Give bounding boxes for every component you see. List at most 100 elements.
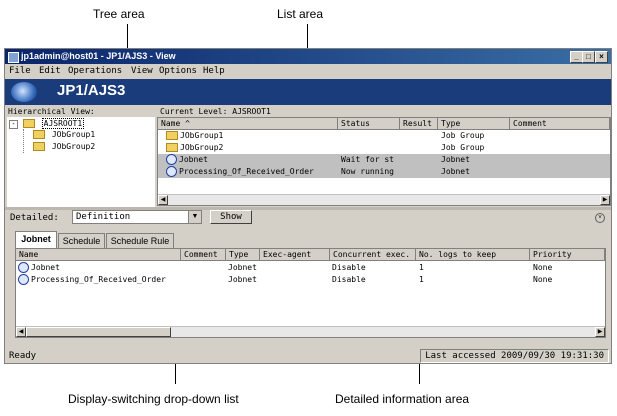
list-row[interactable]: Processing_Of_Received_Order Now running… <box>158 166 610 178</box>
list-cell-name: Jobnet <box>166 154 208 166</box>
product-logo-icon <box>11 82 37 102</box>
col-header-name[interactable]: Name ^ <box>158 118 338 130</box>
last-accessed: Last accessed 2009/09/30 19:31:30 <box>420 349 609 363</box>
product-brand: JP1/AJS3 <box>57 82 126 99</box>
folder-icon <box>33 130 45 139</box>
scroll-left-icon[interactable]: ◀ <box>158 195 168 205</box>
table-row[interactable]: Jobnet Jobnet Disable 1 None <box>16 262 605 274</box>
row-name: Jobnet <box>31 263 60 272</box>
folder-icon <box>22 119 35 128</box>
callout-dropdown: Display-switching drop-down list <box>68 392 239 406</box>
detail-cell-name: Jobnet <box>18 262 180 274</box>
detail-table: Name Comment Type Exec-agent Concurrent … <box>15 248 606 338</box>
detail-cell-priority: None <box>533 275 553 284</box>
list-cell-type: Jobnet <box>441 155 470 164</box>
menu-file[interactable]: File <box>9 66 31 76</box>
scroll-right-icon[interactable]: ▶ <box>600 195 610 205</box>
menu-edit[interactable]: Edit <box>39 66 61 76</box>
tree-item-jobgroup2[interactable]: JObGroup2 <box>33 142 95 151</box>
detail-cell-type: Jobnet <box>228 275 257 284</box>
jobnet-icon <box>166 166 177 177</box>
scroll-right-icon[interactable]: ▶ <box>595 327 605 337</box>
jobnet-icon <box>166 154 177 165</box>
tree-item-label: JObGroup1 <box>51 130 96 139</box>
menu-help[interactable]: Help <box>203 66 225 76</box>
tree-item-label: JObGroup2 <box>51 142 96 151</box>
detail-label: Detailed: <box>10 213 59 223</box>
detail-hscrollbar[interactable]: ◀ ▶ <box>16 326 605 337</box>
detail-col-concurrent[interactable]: Concurrent exec. <box>330 249 416 261</box>
product-banner: JP1/AJS3 <box>5 79 611 105</box>
list-cell-type: Job Group <box>441 143 485 152</box>
list-cell-name: Processing_Of_Received_Order <box>166 166 338 178</box>
list-row[interactable]: Jobnet Wait for st Jobnet <box>158 154 610 166</box>
tree-connector <box>23 129 25 153</box>
tree-view: - AJSROOT1 JObGroup1 JObGroup2 <box>7 117 155 207</box>
tab-jobnet[interactable]: Jobnet <box>15 231 57 248</box>
list-row[interactable]: JObGroup1 Job Group <box>158 130 610 142</box>
detail-col-logs[interactable]: No. logs to keep <box>416 249 530 261</box>
list-cell-status: Wait for st <box>341 155 394 164</box>
tab-schedule[interactable]: Schedule <box>58 233 105 248</box>
detail-col-name[interactable]: Name <box>16 249 181 261</box>
menu-options[interactable]: Options <box>159 66 197 76</box>
callout-list-area: List area <box>277 7 324 21</box>
app-icon <box>8 52 19 63</box>
tab-schedule-rule[interactable]: Schedule Rule <box>106 233 174 248</box>
title-bar: jp1admin@host01 - JP1/AJS3 - View _ □ × <box>5 49 611 64</box>
detail-cell-concurrent: Disable <box>332 275 366 284</box>
row-name: JObGroup1 <box>180 131 224 140</box>
display-dropdown[interactable]: Definition ▼ <box>72 210 202 224</box>
jobnet-icon <box>18 262 29 273</box>
menu-view[interactable]: View <box>131 66 153 76</box>
folder-icon <box>166 143 178 152</box>
col-header-type[interactable]: Type <box>438 118 510 130</box>
row-name: Processing_Of_Received_Order <box>31 275 166 284</box>
list-row[interactable]: JObGroup2 Job Group <box>158 142 610 154</box>
detail-cell-type: Jobnet <box>228 263 257 272</box>
close-button[interactable]: × <box>595 51 608 63</box>
detail-col-exec-agent[interactable]: Exec-agent <box>260 249 330 261</box>
col-header-status[interactable]: Status <box>338 118 400 130</box>
dropdown-value: Definition <box>76 212 131 222</box>
table-row[interactable]: Processing_Of_Received_Order Jobnet Disa… <box>16 274 605 286</box>
list-cell-type: Job Group <box>441 131 485 140</box>
tree-collapse-icon[interactable]: - <box>9 120 18 129</box>
list-view: Name ^ Status Result Type Comment JObGro… <box>157 117 611 206</box>
list-cell-type: Jobnet <box>441 167 470 176</box>
callout-detail-area: Detailed information area <box>335 392 470 406</box>
scroll-left-icon[interactable]: ◀ <box>16 327 26 337</box>
detail-cell-concurrent: Disable <box>332 263 366 272</box>
menu-bar: File Edit Operations View Options Help <box>5 64 611 79</box>
maximize-button[interactable]: □ <box>582 51 595 63</box>
detail-col-comment[interactable]: Comment <box>181 249 226 261</box>
detail-col-priority[interactable]: Priority <box>530 249 605 261</box>
tree-item-jobgroup1[interactable]: JObGroup1 <box>33 130 95 139</box>
jobnet-icon <box>18 274 29 285</box>
row-name: Processing_Of_Received_Order <box>179 167 314 176</box>
detail-cell-logs: 1 <box>419 263 424 272</box>
tree-root[interactable]: - AJSROOT1 <box>9 118 85 129</box>
collapse-detail-icon[interactable]: ˅ <box>595 213 605 223</box>
tree-heading: Hierarchical View: <box>8 107 95 116</box>
tree-root-label: AJSROOT1 <box>41 118 85 129</box>
show-button[interactable]: Show <box>210 210 252 224</box>
window-title: jp1admin@host01 - JP1/AJS3 - View <box>21 51 176 61</box>
list-cell-name: JObGroup1 <box>166 130 223 142</box>
detail-col-type[interactable]: Type <box>226 249 260 261</box>
scroll-thumb[interactable] <box>26 327 171 337</box>
app-window: jp1admin@host01 - JP1/AJS3 - View _ □ × … <box>4 48 612 364</box>
status-text: Ready <box>9 351 37 361</box>
detail-cell-logs: 1 <box>419 275 424 284</box>
detail-cell-name: Processing_Of_Received_Order <box>18 274 180 286</box>
pane-splitter[interactable] <box>5 207 611 210</box>
folder-icon <box>166 131 178 140</box>
current-level-label: Current Level: AJSROOT1 <box>160 107 271 116</box>
row-name: JObGroup2 <box>180 143 224 152</box>
col-header-comment[interactable]: Comment <box>510 118 610 130</box>
list-hscrollbar[interactable]: ◀ ▶ <box>158 194 610 205</box>
status-bar: Ready Last accessed 2009/09/30 19:31:30 <box>5 349 611 363</box>
menu-operations[interactable]: Operations <box>68 66 123 76</box>
chevron-down-icon[interactable]: ▼ <box>188 211 201 223</box>
col-header-result[interactable]: Result <box>400 118 438 130</box>
